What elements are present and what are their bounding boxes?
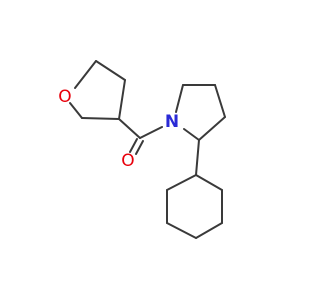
bond-carbonyl-n bbox=[139, 126, 163, 139]
bond-n-c2 bbox=[175, 84, 184, 113]
bond-cy-1 bbox=[195, 174, 223, 191]
atom-label-n: N bbox=[165, 112, 179, 132]
atom-oxygen-ring: O bbox=[58, 87, 71, 107]
bond-c3-c4 bbox=[118, 79, 126, 120]
bond-c5-o bbox=[69, 102, 83, 119]
cyclohexane-ring bbox=[166, 174, 223, 239]
atom-label-o-carbonyl: O bbox=[121, 151, 134, 171]
atom-nitrogen: N bbox=[165, 112, 179, 132]
bond-c5-n bbox=[183, 128, 200, 141]
oxolane-ring bbox=[69, 60, 126, 120]
bond-o-c2 bbox=[74, 60, 97, 89]
bond-pyrrolidine-cyclohexyl bbox=[195, 139, 200, 176]
bond-c2-c3 bbox=[95, 60, 126, 81]
bond-carbonyl-double-b bbox=[135, 140, 144, 155]
atom-oxygen-carbonyl: O bbox=[121, 151, 134, 171]
bond-c4-c5 bbox=[198, 116, 226, 141]
pyrrolidine-ring bbox=[175, 84, 226, 141]
bond-ring-carbonyl bbox=[118, 118, 141, 139]
bond-c4-c5 bbox=[81, 117, 120, 120]
bond-cy-6 bbox=[166, 174, 197, 191]
atom-label-o-ring: O bbox=[58, 87, 71, 107]
bond-cy-3 bbox=[195, 222, 223, 239]
bond-c3-c4 bbox=[214, 84, 226, 118]
bond-cy-4 bbox=[166, 222, 197, 239]
molecule-structure: O O N bbox=[58, 60, 226, 239]
carbonyl-group bbox=[118, 118, 163, 155]
bond-carbonyl-double-a bbox=[129, 138, 138, 153]
